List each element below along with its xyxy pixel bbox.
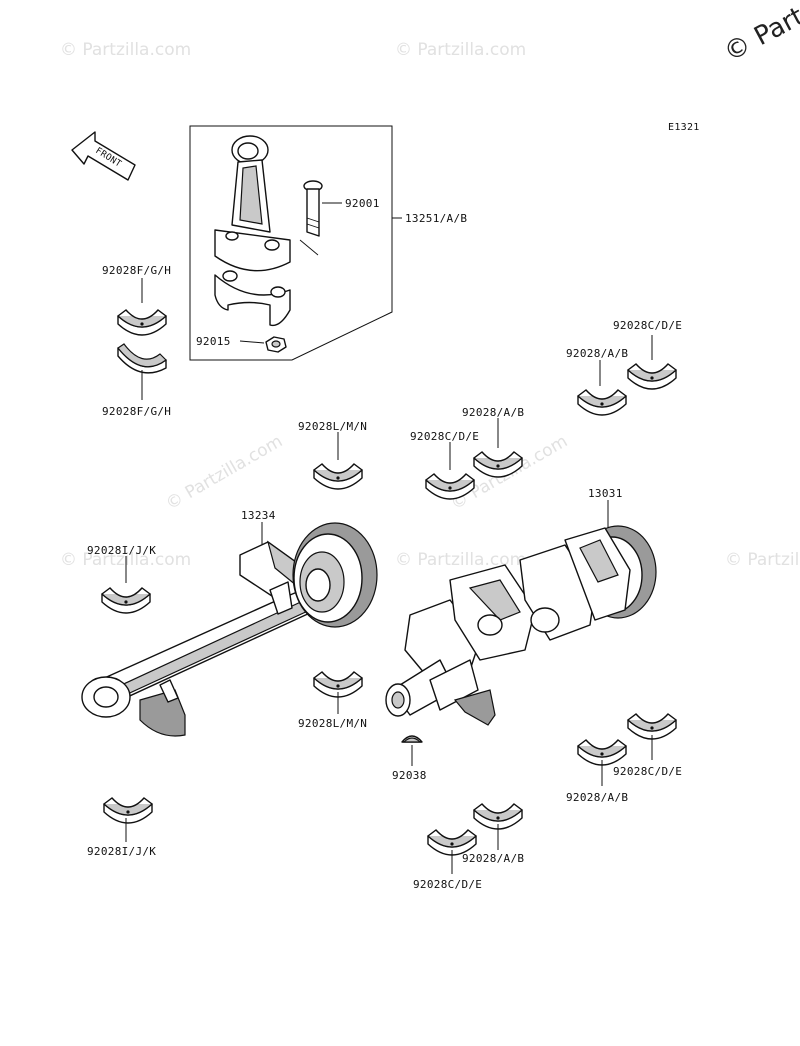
label-conrod-assy: 13251/A/B bbox=[405, 212, 467, 225]
label-bearing-ab-bottom: 92028/A/B bbox=[462, 852, 524, 865]
conrod-bolt: 92001 bbox=[299, 180, 380, 256]
main-bearing-ab-bottom-right: 92028/A/B bbox=[566, 739, 628, 804]
conrod-bearing-lower: 92028F/G/H bbox=[102, 343, 171, 418]
balancer-bearing-ijk-top: 92028I/J/K bbox=[87, 544, 156, 614]
crankshaft: 13031 bbox=[385, 487, 657, 726]
watermark: © Partzilla.com bbox=[725, 550, 800, 570]
main-bearing-ab-top-right: 92028/A/B bbox=[566, 347, 628, 416]
label-bearing-cde-bottom: 92028C/D/E bbox=[413, 878, 482, 891]
main-bearing-cde-bottom-right: 92028C/D/E bbox=[613, 713, 682, 778]
label-bearing-cde-top-right: 92028C/D/E bbox=[613, 319, 682, 332]
label-bearing-lmn-top: 92028L/M/N bbox=[298, 420, 367, 433]
main-bearing-ab-bottom: 92028/A/B bbox=[462, 803, 524, 865]
main-bearing-cde-bottom: 92028C/D/E bbox=[413, 829, 482, 891]
watermark: © Partzilla.com bbox=[395, 550, 526, 570]
label-bearing-ab-top-right: 92028/A/B bbox=[566, 347, 628, 360]
label-nut: 92015 bbox=[196, 335, 231, 348]
watermark-corner: © Parts bbox=[719, 0, 800, 68]
label-conrod-bearing-bottom: 92028F/G/H bbox=[102, 405, 171, 418]
watermark: © Partzilla.com bbox=[163, 431, 287, 514]
label-bearing-cde-bottom-right: 92028C/D/E bbox=[613, 765, 682, 778]
balancer-shaft: 13234 bbox=[81, 509, 378, 737]
balancer-bearing-ijk-bottom: 92028I/J/K bbox=[87, 797, 156, 858]
label-crankshaft: 13031 bbox=[588, 487, 623, 500]
connecting-rod bbox=[214, 135, 291, 327]
watermark: © Partzilla.com bbox=[395, 40, 526, 60]
conrod-bearing-upper: 92028F/G/H bbox=[102, 264, 171, 336]
watermark: © Partzilla.com bbox=[60, 40, 191, 60]
label-bearing-cde-mid: 92028C/D/E bbox=[410, 430, 479, 443]
main-bearing-cde-top-right: 92028C/D/E bbox=[613, 319, 682, 390]
label-bolt: 92001 bbox=[345, 197, 380, 210]
label-balancer: 13234 bbox=[241, 509, 276, 522]
balancer-bearing-lmn-bottom: 92028L/M/N bbox=[298, 671, 367, 730]
label-bearing-ijk-bottom: 92028I/J/K bbox=[87, 845, 156, 858]
woodruff-key: 92038 bbox=[392, 735, 427, 782]
conrod-assembly-frame: 13251/A/B bbox=[189, 125, 467, 361]
label-conrod-bearing-top: 92028F/G/H bbox=[102, 264, 171, 277]
diagram-code: E1321 bbox=[668, 122, 700, 133]
label-key: 92038 bbox=[392, 769, 427, 782]
label-bearing-ab-bottom-right: 92028/A/B bbox=[566, 791, 628, 804]
label-bearing-ab-mid: 92028/A/B bbox=[462, 406, 524, 419]
main-bearing-ab-mid: 92028/A/B bbox=[462, 406, 524, 478]
conrod-nut: 92015 bbox=[196, 335, 287, 353]
main-bearing-cde-mid: 92028C/D/E bbox=[410, 430, 479, 500]
label-bearing-lmn-bottom: 92028L/M/N bbox=[298, 717, 367, 730]
front-arrow-icon: FRONT bbox=[71, 131, 136, 181]
balancer-gear bbox=[292, 522, 378, 628]
label-bearing-ijk-top: 92028I/J/K bbox=[87, 544, 156, 557]
balancer-bearing-lmn-top: 92028L/M/N bbox=[298, 420, 367, 490]
